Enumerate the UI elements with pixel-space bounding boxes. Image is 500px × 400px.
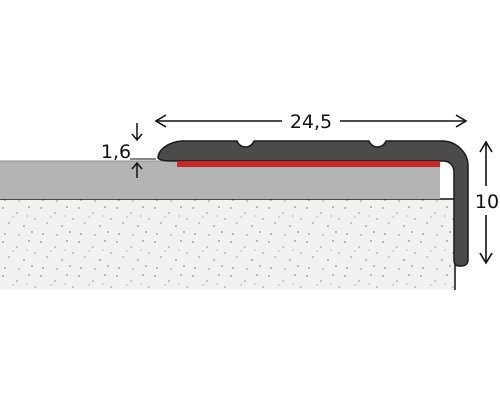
- arrow-right-icon: [455, 114, 468, 128]
- arrow-left-icon: [154, 114, 167, 128]
- concrete-substrate: [0, 198, 456, 290]
- width-dimension-label: 24,5: [290, 111, 332, 133]
- adhesive-strip: [177, 161, 440, 167]
- nosing-profile: [157, 140, 469, 267]
- thickness-dimension: 1,6: [101, 123, 156, 178]
- height-dimension-label: 10: [475, 191, 499, 213]
- height-dimension: 10: [475, 140, 499, 265]
- arrow-down-icon: [131, 133, 143, 142]
- arrow-down-icon: [479, 252, 493, 265]
- thickness-dimension-label: 1,6: [101, 141, 131, 163]
- floor-covering: [0, 160, 440, 199]
- arrow-up-icon: [131, 161, 143, 170]
- width-dimension: 24,5: [154, 111, 468, 133]
- arrow-up-icon: [479, 140, 493, 153]
